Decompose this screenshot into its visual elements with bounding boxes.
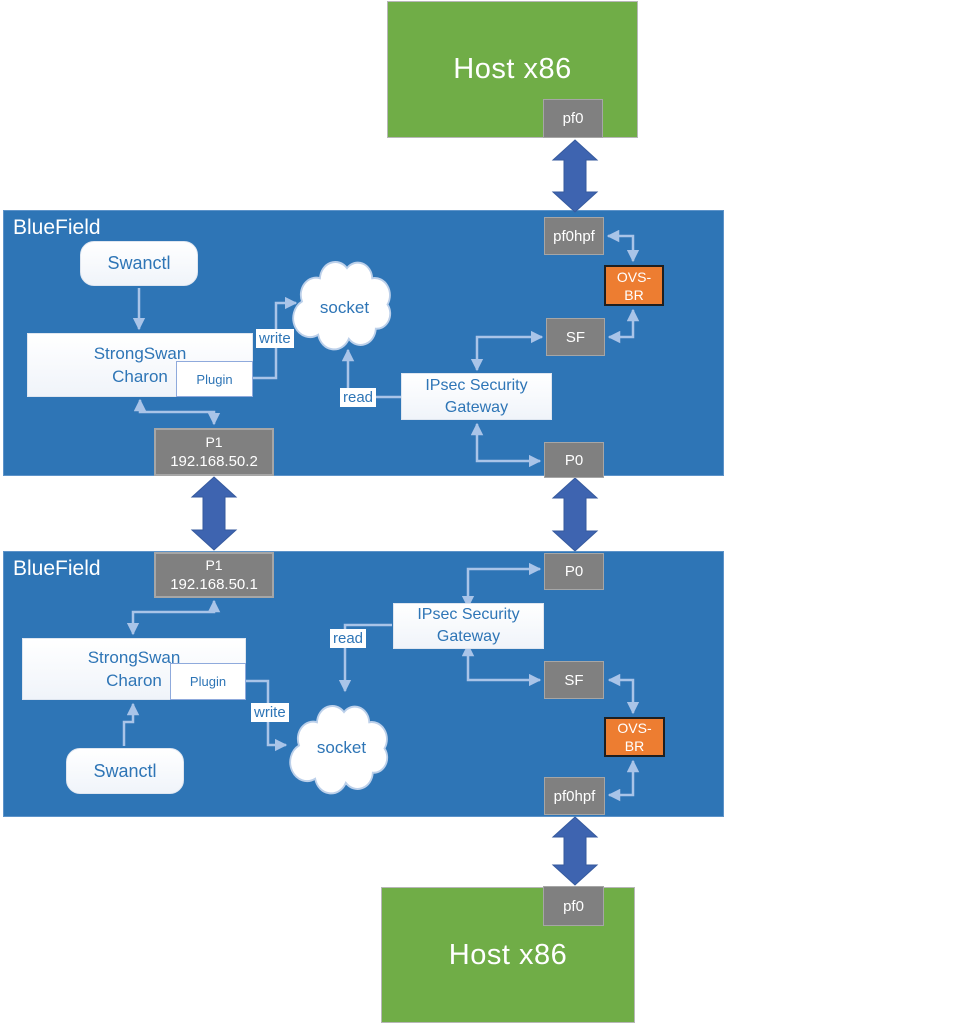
conn-charon-p1-top (133, 398, 221, 426)
charon-bottom-line1: StrongSwan (87, 648, 181, 667)
swanctl-box-bottom: Swanctl (66, 748, 184, 794)
gateway-top-line1: IPsec Security (425, 376, 528, 394)
p0-link-arrow (551, 477, 599, 552)
sf-port-bottom: SF (544, 661, 604, 699)
socket-cloud-top-label: socket (319, 298, 370, 317)
gateway-bottom-line2: Gateway (436, 628, 501, 645)
conn-swanctl-charon-bottom (122, 702, 140, 746)
conn-gateway-sf-top (470, 330, 544, 372)
host-bluefield-arrow-top (551, 139, 599, 213)
gateway-bottom-line1: IPsec Security (417, 606, 520, 623)
ipsec-gateway-box-bottom: IPsec Security Gateway (393, 603, 544, 649)
conn-sf-ovsbr-top (607, 308, 640, 344)
host-x86-top-title: Host x86 (453, 53, 572, 85)
socket-cloud-top (292, 261, 392, 351)
host-x86-bottom-title: Host x86 (448, 938, 568, 971)
plugin-top-label: Plugin (196, 371, 233, 387)
gateway-top-line2: Gateway (444, 398, 509, 416)
conn-gateway-p0-bottom (461, 562, 542, 609)
p0-port-top: P0 (544, 442, 604, 478)
sf-bottom-label: SF (564, 671, 584, 689)
ovs-br-box-top: OVS- BR (604, 265, 664, 306)
ovs-top-line1: OVS- (616, 268, 652, 285)
p1-link-arrow (190, 476, 238, 551)
swanctl-box-top: Swanctl (80, 241, 198, 286)
pf0hpf-bottom-label: pf0hpf (553, 787, 596, 805)
host-bluefield-arrow-bottom (551, 816, 599, 886)
pf0-port-top-label: pf0 (562, 110, 584, 127)
conn-pf0hpf-ovsbr-bottom (607, 759, 640, 802)
p1-bottom-ip: 192.168.50.1 (170, 576, 258, 593)
socket-cloud-bottom (289, 705, 389, 795)
pf0-port-bottom-label: pf0 (563, 897, 584, 915)
p1-top-ip: 192.168.50.2 (170, 453, 258, 470)
plugin-box-bottom: Plugin (170, 663, 246, 700)
conn-gateway-sf-bottom (461, 643, 542, 687)
p1-top-name: P1 (205, 434, 223, 450)
bluefield-top-label: BlueField (13, 216, 101, 239)
write-label-bottom: write (251, 703, 289, 722)
ipsec-gateway-box-top: IPsec Security Gateway (401, 373, 552, 420)
p0-port-bottom: P0 (544, 553, 604, 590)
plugin-bottom-label: Plugin (189, 674, 227, 689)
p1-bottom-name: P1 (205, 557, 223, 573)
p0-top-label: P0 (564, 451, 584, 469)
p0-bottom-label: P0 (564, 563, 584, 580)
p1-port-top: P1 192.168.50.2 (154, 428, 274, 476)
pf0-port-top: pf0 (543, 99, 603, 138)
swanctl-top-label: Swanctl (107, 253, 171, 273)
write-label-top: write (256, 329, 294, 348)
plugin-box-top: Plugin (176, 361, 253, 397)
socket-cloud-bottom-label: socket (316, 738, 367, 757)
pf0hpf-top-label: pf0hpf (553, 227, 595, 245)
conn-gateway-read-socket-bottom (338, 623, 392, 693)
read-label-top: read (340, 388, 377, 407)
host-x86-top: Host x86 (387, 1, 638, 138)
conn-pf0hpf-ovsbr-top (606, 229, 640, 263)
ovs-br-box-bottom: OVS- BR (604, 717, 665, 757)
pf0hpf-port-bottom: pf0hpf (544, 777, 605, 815)
ovs-bottom-line1: OVS- (617, 720, 652, 736)
ovs-bottom-line2: BR (624, 738, 645, 754)
charon-bottom-line2: Charon (106, 671, 162, 690)
swanctl-bottom-label: Swanctl (93, 760, 157, 781)
ovs-top-line2: BR (624, 286, 644, 303)
charon-top-line2: Charon (112, 367, 168, 386)
p1-port-bottom: P1 192.168.50.1 (154, 552, 274, 598)
conn-sf-ovsbr-bottom (607, 673, 640, 715)
conn-p1-charon-bottom (126, 599, 221, 636)
pf0hpf-port-top: pf0hpf (544, 217, 604, 255)
sf-port-top: SF (546, 318, 605, 356)
sf-top-label: SF (565, 328, 586, 346)
bluefield-bottom-label: BlueField (13, 557, 101, 580)
conn-gateway-p0-top (470, 422, 542, 468)
read-label-bottom: read (330, 629, 367, 648)
pf0-port-bottom: pf0 (543, 886, 604, 926)
charon-top-line1: StrongSwan (93, 344, 187, 363)
